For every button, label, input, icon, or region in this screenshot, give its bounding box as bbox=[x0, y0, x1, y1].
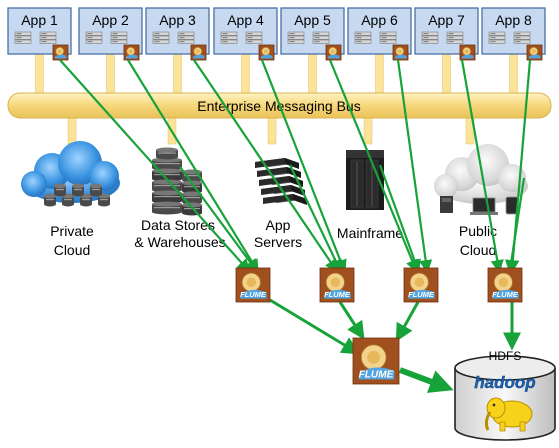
app-label: App 4 bbox=[227, 12, 264, 28]
flow-arrow bbox=[260, 59, 347, 274]
server-icon bbox=[220, 31, 238, 44]
data-stores-label-line1: Data Stores bbox=[141, 217, 215, 233]
flow-arrow bbox=[328, 59, 419, 274]
flume-mini-icon bbox=[325, 44, 342, 61]
flume-mini-icon bbox=[52, 44, 69, 61]
hadoop-elephant-icon bbox=[484, 397, 533, 432]
server-icon bbox=[488, 31, 506, 44]
flow-arrow bbox=[398, 367, 454, 393]
flow-arrow bbox=[396, 59, 433, 274]
flume-mini-icon bbox=[526, 44, 543, 61]
flume-label: FLUME bbox=[408, 290, 435, 299]
app-servers-label-line2: Servers bbox=[254, 234, 302, 250]
app-label: App 7 bbox=[428, 12, 465, 28]
server-icon bbox=[354, 31, 372, 44]
server-icon bbox=[446, 31, 464, 44]
server-icon bbox=[14, 31, 32, 44]
app-box-2: App 2 bbox=[78, 7, 143, 61]
app-label: App 3 bbox=[159, 12, 196, 28]
app-box-1: App 1 bbox=[7, 7, 72, 61]
flume-label: FLUME bbox=[240, 290, 267, 299]
flow-arrow bbox=[289, 164, 342, 273]
flow-arrow bbox=[269, 298, 360, 355]
flow-arrow bbox=[378, 164, 421, 274]
hadoop-logo-text: hadoop bbox=[474, 373, 535, 392]
private-cloud-label-line1: Private bbox=[50, 223, 94, 239]
flume-agent-4: FLUME bbox=[487, 267, 523, 303]
app-label: App 5 bbox=[294, 12, 331, 28]
public-cloud: Public Cloud bbox=[434, 144, 528, 258]
flume-agent-3: FLUME bbox=[403, 267, 439, 303]
public-cloud-label-line1: Public bbox=[459, 223, 497, 239]
flume-mini-icon bbox=[258, 44, 275, 61]
mainframe-label: Mainframe bbox=[337, 225, 403, 241]
hdfs-sink: HDFS hadoop bbox=[454, 349, 556, 441]
server-icon bbox=[379, 31, 397, 44]
server-icon bbox=[85, 31, 103, 44]
app-label: App 1 bbox=[21, 12, 58, 28]
flume-label: FLUME bbox=[492, 290, 519, 299]
private-cloud: Private Cloud bbox=[21, 141, 120, 258]
flow-arrow bbox=[460, 59, 504, 274]
app-box-6: App 6 bbox=[347, 7, 412, 61]
app-box-5: App 5 bbox=[280, 7, 345, 61]
app-label: App 2 bbox=[92, 12, 129, 28]
device-icons bbox=[440, 196, 519, 215]
server-icon bbox=[421, 31, 439, 44]
server-icon bbox=[513, 31, 531, 44]
app-servers-label-line1: App bbox=[266, 217, 291, 233]
database-stack-icon bbox=[152, 147, 202, 216]
cloud-icon bbox=[434, 144, 528, 204]
flume-mini-icon bbox=[459, 44, 476, 61]
flow-arrow bbox=[179, 166, 258, 273]
server-icon bbox=[312, 31, 330, 44]
data-flow-arrows bbox=[59, 59, 532, 393]
app-box-3: App 3 bbox=[145, 7, 210, 61]
app-label: App 8 bbox=[495, 12, 532, 28]
flume-label: FLUME bbox=[324, 290, 351, 299]
server-icon bbox=[245, 31, 263, 44]
flume-mini-icon bbox=[392, 44, 409, 61]
flume-agent-1: FLUME bbox=[235, 267, 271, 303]
flow-arrow bbox=[193, 59, 338, 273]
private-cloud-label-line2: Cloud bbox=[54, 242, 91, 258]
app-row: App 1 App 2 App 3 App 4 App 5 App 6 App 7 App 8 bbox=[7, 7, 546, 61]
public-cloud-label-line2: Cloud bbox=[460, 242, 497, 258]
data-stores-label-line2: & Warehouses bbox=[134, 234, 225, 250]
mainframe: Mainframe bbox=[337, 150, 403, 241]
server-icon bbox=[287, 31, 305, 44]
flow-arrow bbox=[127, 59, 259, 273]
flow-arrow bbox=[395, 301, 420, 342]
app-connectors bbox=[35, 53, 518, 94]
hdfs-label: HDFS bbox=[489, 349, 522, 363]
app-box-8: App 8 bbox=[481, 7, 546, 61]
flow-arrow bbox=[59, 59, 251, 273]
server-icon bbox=[152, 31, 170, 44]
flume-mini-icon bbox=[123, 44, 140, 61]
flume-agent-2: FLUME bbox=[319, 267, 355, 303]
server-icon bbox=[39, 31, 57, 44]
flow-arrow bbox=[504, 177, 526, 274]
flume-mini-icon bbox=[190, 44, 207, 61]
bus-connectors bbox=[67, 117, 475, 145]
flume-agents: FLUME FLUME FLUME FLUME FLUME bbox=[235, 267, 523, 385]
flume-collector: FLUME bbox=[352, 337, 400, 385]
server-icon bbox=[110, 31, 128, 44]
app-servers: App Servers bbox=[254, 158, 307, 250]
mainframe-icon bbox=[346, 150, 384, 210]
server-stack-icon bbox=[44, 183, 110, 207]
server-rack-icon bbox=[255, 158, 307, 205]
app-label: App 6 bbox=[361, 12, 398, 28]
flume-label: FLUME bbox=[359, 370, 394, 381]
app-box-7: App 7 bbox=[414, 7, 479, 61]
flow-arrow bbox=[338, 301, 365, 340]
app-box-4: App 4 bbox=[213, 7, 278, 61]
server-icon bbox=[177, 31, 195, 44]
